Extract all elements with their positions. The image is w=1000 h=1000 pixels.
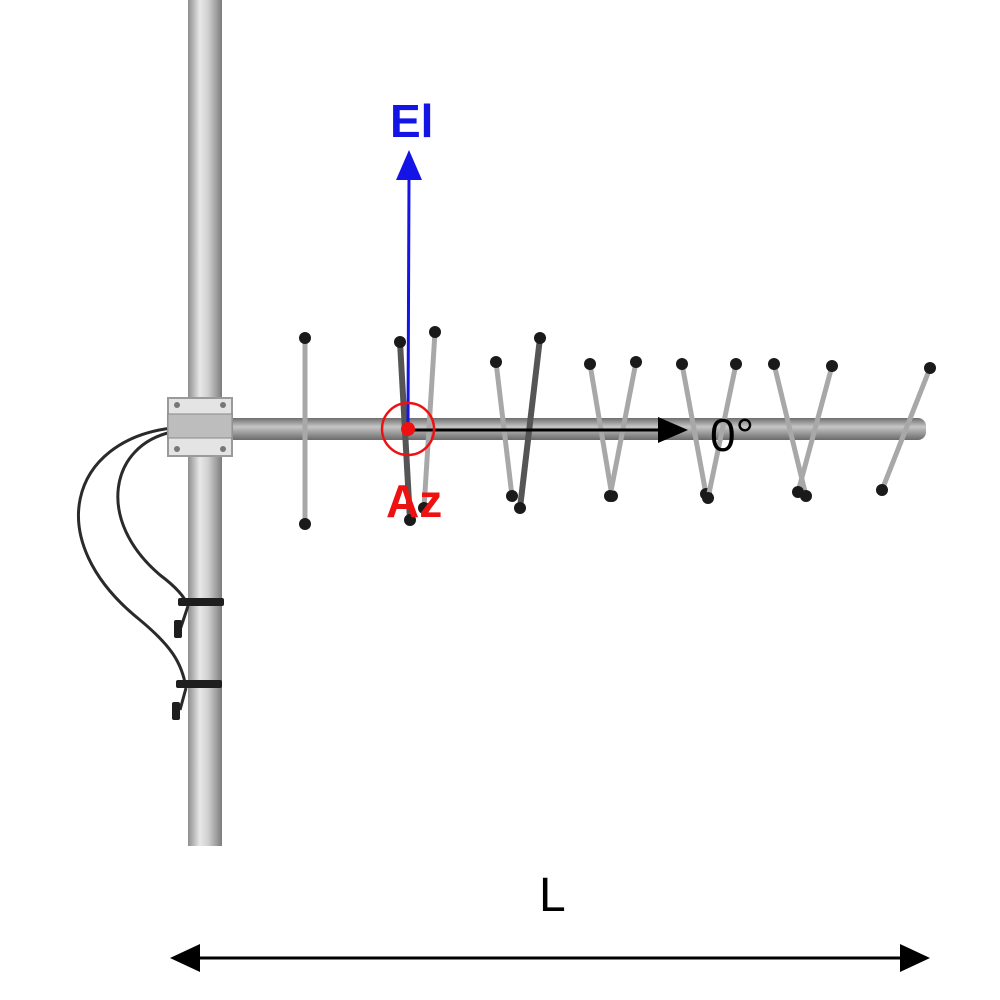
antenna-element [514, 332, 546, 514]
length-dimension-arrow [170, 944, 930, 972]
element-tip [584, 358, 596, 370]
mounting-clamp [167, 397, 233, 457]
antenna-element [876, 362, 936, 496]
elevation-arrow [396, 150, 422, 429]
element-tip [299, 332, 311, 344]
coax-cables [76, 426, 190, 711]
element-tip [299, 518, 311, 530]
element-tip [630, 356, 642, 368]
antenna-element [792, 360, 838, 498]
element-tip [826, 360, 838, 372]
zero-degree-label: 0° [710, 409, 754, 461]
antenna-element [299, 332, 311, 530]
element-tip [490, 356, 502, 368]
boresight-arrow [408, 417, 688, 443]
element-tip [394, 336, 406, 348]
element-tip [876, 484, 888, 496]
element-tip [404, 514, 416, 526]
element-tip [676, 358, 688, 370]
antenna-element [418, 326, 441, 514]
element-tip [534, 332, 546, 344]
element-tip [768, 358, 780, 370]
element-tip [604, 490, 616, 502]
element-tip [506, 490, 518, 502]
element-tip [702, 492, 714, 504]
element-tip [514, 502, 526, 514]
length-label: L [539, 869, 566, 922]
element-tip [418, 502, 430, 514]
azimuth-label: Az [386, 475, 443, 527]
cable-ties [172, 598, 224, 720]
azimuth-marker [380, 401, 436, 457]
element-tip [429, 326, 441, 338]
element-tip [730, 358, 742, 370]
element-tip [792, 486, 804, 498]
elevation-label: El [390, 95, 434, 147]
element-tip [924, 362, 936, 374]
antenna-element [702, 358, 742, 504]
